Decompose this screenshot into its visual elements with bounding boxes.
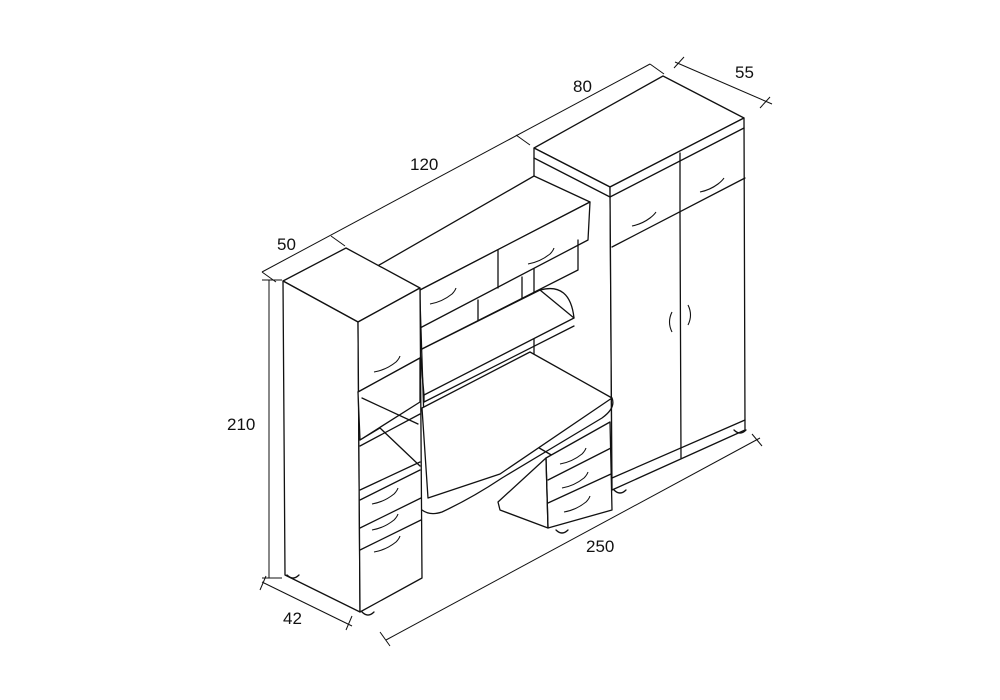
cabinet-left: [282, 247, 423, 616]
handle-icon: [631, 211, 657, 227]
handle-icon: [687, 304, 692, 326]
dimension-label-total-width: 250: [586, 537, 614, 556]
handle-icon: [563, 495, 591, 513]
handle-icon: [429, 287, 457, 305]
handle-icon: [371, 487, 399, 505]
handle-icon: [561, 471, 589, 489]
handle-icon: [559, 447, 587, 465]
drawer-pedestal: [497, 421, 613, 534]
handle-icon: [699, 177, 725, 193]
handle-icon: [668, 311, 673, 333]
dimension-lines: [259, 56, 773, 647]
handle-icon: [527, 247, 555, 265]
dimension-label-middle-width: 120: [410, 155, 438, 174]
dimension-label-bottom-depth: 42: [283, 609, 302, 628]
handle-icon: [373, 355, 401, 373]
dimension-label-right-width: 80: [573, 77, 592, 96]
dimension-label-height: 210: [227, 415, 255, 434]
desk-middle: [373, 175, 614, 515]
dimension-label-right-depth: 55: [735, 63, 754, 82]
dimension-label-left-depth: 50: [277, 235, 296, 254]
handle-icon: [373, 535, 401, 553]
wardrobe-right: [533, 75, 747, 494]
handle-icon: [371, 513, 399, 531]
